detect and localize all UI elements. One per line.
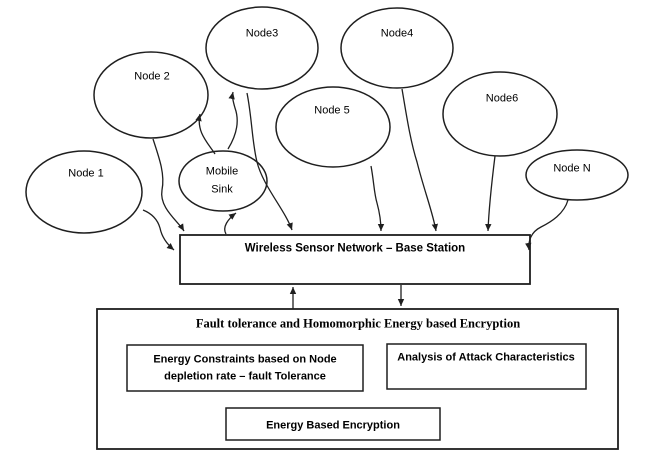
node6-label: Node6 — [485, 92, 519, 105]
node4-label: Node4 — [380, 27, 414, 40]
framework-box — [96, 308, 619, 450]
base-station-box — [179, 234, 531, 285]
energy-constraints-label-line2: depletion rate – fault Tolerance — [164, 370, 326, 383]
arrow-node5-to-base — [370, 165, 385, 232]
base-station-label: Wireless Sensor Network – Base Station — [244, 242, 466, 255]
arrow-node6-to-base — [485, 155, 496, 232]
energy-encryption-label: Energy Based Encryption — [266, 419, 400, 432]
framework-title: Fault tolerance and Homomorphic Energy b… — [195, 316, 521, 331]
arrow-node4-to-base — [401, 88, 439, 232]
mobile-sink-ellipse — [178, 150, 268, 212]
attack-analysis-box — [386, 343, 587, 390]
node4-ellipse — [340, 7, 454, 89]
energy-constraints-box — [126, 344, 364, 392]
arrow-sink-to-node2 — [195, 113, 216, 155]
node3-label: Node3 — [245, 27, 279, 40]
node5-label: Node 5 — [314, 104, 350, 117]
energy-constraints-label-line1: Energy Constraints based on Node — [153, 353, 337, 366]
arrow-nodeN-to-base — [525, 199, 569, 251]
nodeN-ellipse — [525, 149, 629, 201]
attack-analysis-label: Analysis of Attack Characteristics — [397, 351, 575, 364]
arrow-base-to-sink — [224, 212, 237, 235]
arrow-node2-to-base — [152, 138, 185, 232]
node1-label: Node 1 — [68, 167, 104, 180]
node1-ellipse — [25, 150, 143, 234]
node2-label: Node 2 — [134, 70, 170, 83]
arrow-node3-to-base — [246, 92, 293, 231]
node2-ellipse — [93, 51, 209, 139]
node6-ellipse — [442, 71, 558, 157]
mobile-sink-label-line2: Sink — [211, 183, 233, 196]
energy-encryption-box — [225, 407, 441, 441]
node5-ellipse — [275, 86, 391, 168]
arrow-sink-to-node3 — [227, 91, 238, 150]
mobile-sink-label-line1: Mobile — [205, 165, 239, 178]
node3-ellipse — [205, 6, 319, 90]
nodeN-label: Node N — [553, 162, 591, 175]
arrow-node1-to-base — [142, 209, 175, 251]
